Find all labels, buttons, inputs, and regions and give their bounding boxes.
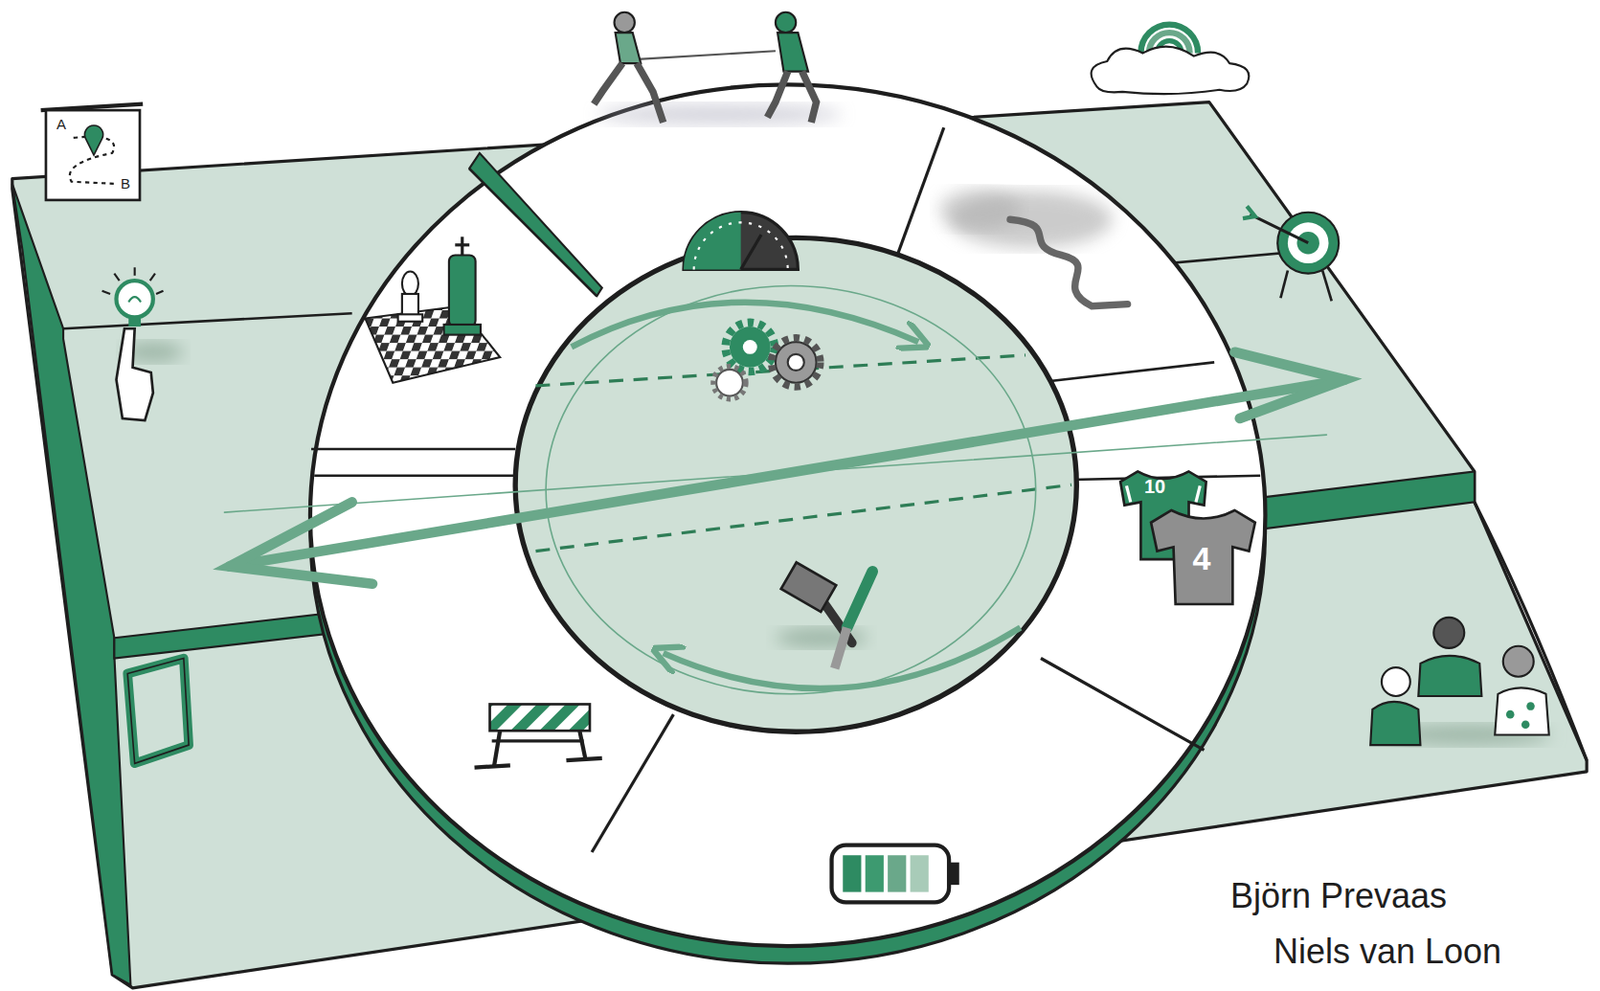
- people-icon: [1370, 617, 1552, 745]
- tug-of-war-icon: [593, 12, 842, 125]
- author-name: Niels van Loon: [1273, 932, 1502, 971]
- rainbow-cloud-icon: [1091, 24, 1250, 95]
- shirt-number: 4: [1193, 540, 1212, 577]
- battery-icon: [832, 845, 960, 903]
- chess-icon: [365, 236, 501, 383]
- target-icon: [1242, 205, 1339, 301]
- gears-icon: [713, 322, 821, 400]
- frame-icon: [127, 658, 189, 765]
- road-icon: [938, 188, 1127, 307]
- map-point-label: A: [56, 116, 67, 134]
- map-point-label: B: [120, 176, 131, 193]
- author-name: Björn Prevaas: [1230, 877, 1447, 916]
- shirt-number: 10: [1144, 475, 1166, 497]
- shirts-icon: [1120, 471, 1256, 605]
- map-icon: [41, 104, 144, 201]
- idea-icon: [102, 267, 184, 421]
- core-circle: [515, 237, 1077, 732]
- barrier-icon: [474, 703, 603, 767]
- gauge-icon: [683, 212, 798, 271]
- tools-icon: [775, 562, 873, 669]
